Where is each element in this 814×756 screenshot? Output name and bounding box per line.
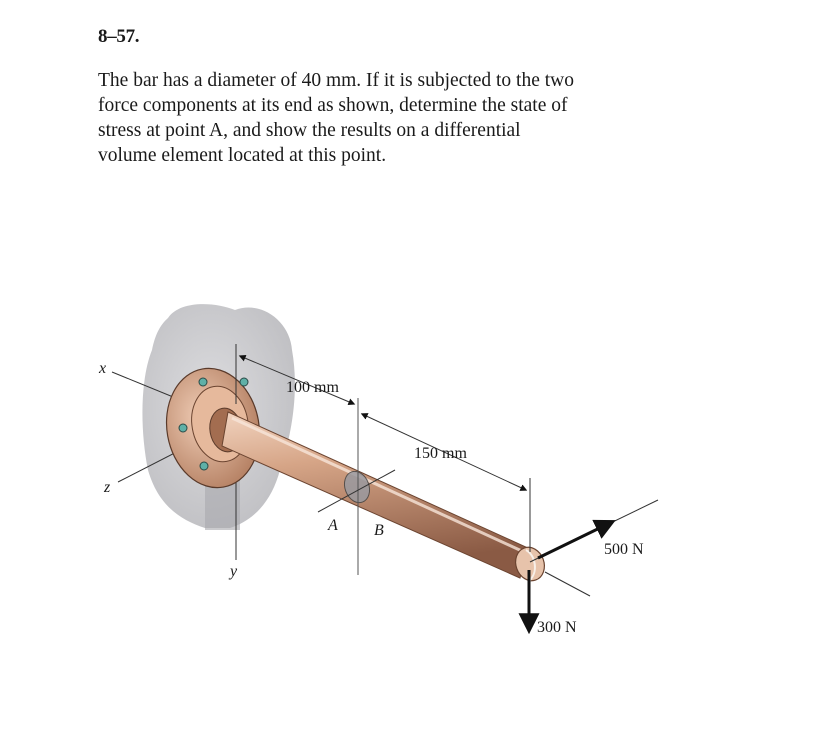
- axis-z-label: z: [103, 479, 111, 496]
- problem-line: force components at its end as shown, de…: [98, 95, 568, 116]
- problem-statement: The bar has a diameter of 40 mm. If it i…: [98, 68, 688, 168]
- bar-body: [221, 411, 529, 579]
- problem-line: stress at point A, and show the results …: [98, 120, 521, 141]
- force-line-ext: [544, 571, 591, 597]
- bar-end: [515, 546, 545, 582]
- problem-line: volume element located at this point.: [98, 145, 387, 166]
- axis-y-label: y: [228, 563, 238, 580]
- flange-bolt: [198, 377, 208, 387]
- problem-line: The bar has a diameter of 40 mm. If it i…: [98, 70, 574, 91]
- dim-line-100: [238, 354, 356, 406]
- dimension-100-label: 100 mm: [286, 379, 339, 396]
- flange-bolt: [178, 423, 188, 433]
- point-b-label: B: [374, 522, 384, 539]
- bar-end-line: [525, 549, 536, 581]
- force-500-label: 500 N: [604, 541, 644, 558]
- dim-line-150: [360, 413, 528, 491]
- flange-bolt: [239, 377, 249, 387]
- point-a-label: A: [327, 517, 338, 534]
- problem-number: 8–57.: [98, 26, 140, 47]
- force-300-label: 300 N: [537, 619, 577, 636]
- dimension-150-label: 150 mm: [414, 445, 467, 462]
- flange-bolt: [199, 461, 209, 471]
- force-500-arrow: [537, 519, 616, 560]
- axis-x-label: x: [98, 360, 106, 377]
